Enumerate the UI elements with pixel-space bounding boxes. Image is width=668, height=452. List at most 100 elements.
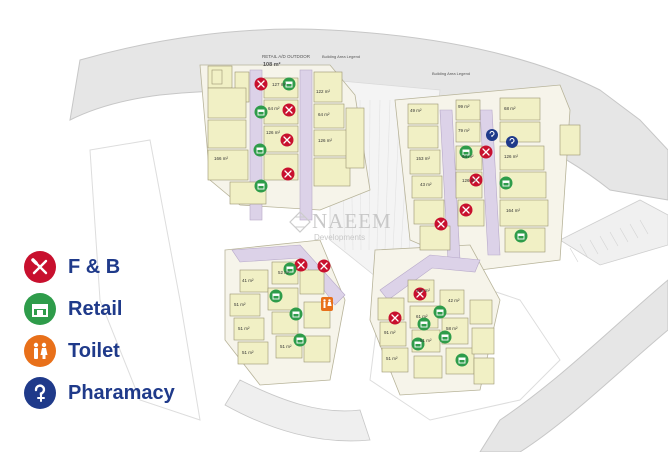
- fork-knife-icon: [24, 251, 56, 283]
- bottom-right-road: [479, 279, 668, 452]
- unit-area-label: 49 m²: [410, 108, 422, 113]
- parking-stall: [639, 219, 649, 235]
- retail-marker: [253, 143, 267, 157]
- retail-awning: [420, 321, 428, 324]
- plaza-line: [376, 99, 381, 251]
- store-icon: [254, 179, 268, 193]
- retail-unit: [229, 293, 261, 317]
- parking-stall: [629, 223, 639, 239]
- retail-front: [436, 311, 444, 316]
- unit-area-label: 108 m²: [416, 288, 431, 293]
- store-icon: [433, 305, 447, 319]
- unit-area-label: 58 m²: [446, 326, 458, 331]
- unit-area-label: 61 m²: [416, 314, 428, 319]
- legend-item-fb: F & B: [24, 246, 175, 288]
- unit-area-label: 127 m²: [272, 82, 287, 87]
- retail-awning: [256, 147, 264, 150]
- pharmacy-icon: [506, 136, 518, 148]
- retail-front: [257, 111, 265, 116]
- retail-unit: [381, 347, 409, 373]
- retail-awning: [502, 180, 510, 183]
- retail-unit: [455, 99, 481, 121]
- retail-unit: [313, 71, 343, 103]
- fb-cross: [472, 176, 480, 184]
- retail-unit: [419, 225, 451, 251]
- store-icon: [293, 333, 307, 347]
- retail-front: [462, 151, 470, 156]
- retail-front: [292, 313, 300, 318]
- store-icon: [417, 317, 431, 331]
- unit-area-label: 164 m²: [506, 208, 521, 213]
- retail-unit: [239, 269, 269, 293]
- fb-cross: [437, 220, 445, 228]
- fork-knife-icon: [281, 167, 295, 181]
- legend-label-toilet: Toilet: [68, 339, 120, 362]
- unit-area-label: 51 m²: [280, 344, 292, 349]
- parking-stall: [619, 227, 629, 243]
- retail-awning: [272, 293, 280, 296]
- parking-stall: [609, 231, 619, 247]
- retail-unit: [471, 327, 495, 355]
- legend-label-fb: F & B: [68, 255, 121, 278]
- retail-awning: [462, 149, 470, 152]
- unit-area-label: 91 m²: [384, 330, 396, 335]
- store-icon: [499, 176, 513, 190]
- parking-stall: [579, 243, 589, 259]
- retail-unit: [237, 341, 269, 365]
- fb-cross: [297, 261, 305, 269]
- retail-marker: [455, 353, 469, 367]
- logo-diamond: [289, 211, 311, 233]
- fb-cross: [462, 206, 470, 214]
- corridor-nw-2: [299, 69, 313, 221]
- retail-unit: [499, 199, 549, 227]
- retail-unit: [299, 269, 325, 295]
- store-icon: [254, 105, 268, 119]
- retail-front: [517, 235, 525, 240]
- retail-unit: [207, 119, 247, 149]
- retail-marker: [269, 289, 283, 303]
- left-site-outline: [89, 139, 201, 421]
- store-icon: [438, 330, 452, 344]
- retail-marker: [289, 307, 303, 321]
- fb-cross: [320, 262, 328, 270]
- toilet-head-m: [323, 299, 326, 302]
- fb-cross: [391, 314, 399, 322]
- store-icon: [411, 337, 425, 351]
- retail-front: [502, 182, 510, 187]
- retail-awning: [285, 81, 293, 84]
- retail-unit: [303, 335, 331, 363]
- fork-knife-icon: [469, 173, 483, 187]
- unit-area-label: 79 m²: [458, 128, 470, 133]
- toilet-marker: [321, 297, 333, 311]
- retail-unit: [455, 121, 481, 143]
- retail-awning: [286, 266, 294, 269]
- retail-unit: [233, 317, 265, 341]
- fork-knife-icon: [479, 145, 493, 159]
- store-icon: [514, 229, 528, 243]
- retail-unit: [413, 355, 443, 379]
- legend-label-pharmacy: Pharamacy: [68, 381, 175, 404]
- retail-unit: [313, 103, 345, 129]
- unit-area-label: 42 m²: [448, 298, 460, 303]
- unit-area-label: 43 m²: [420, 182, 432, 187]
- unit-area-label: 64 m²: [268, 106, 280, 111]
- fork-knife-icon: [459, 203, 473, 217]
- retail-marker: [254, 179, 268, 193]
- fb-cross: [416, 290, 424, 298]
- outdoor-title: RETAIL A/D OUTDOOR: [262, 54, 311, 59]
- map-legend: F & B Retail Toilet Pharamacy: [24, 246, 175, 414]
- bottom-path: [224, 379, 371, 442]
- retail-unit: [469, 299, 493, 325]
- plaza-line: [384, 99, 391, 251]
- unit-area-label: 51 m²: [386, 356, 398, 361]
- unit-area-label: 52 m²: [278, 270, 290, 275]
- unit-area-label: 126 m²: [318, 138, 333, 143]
- unit-area-label: 51 m²: [234, 302, 246, 307]
- store-icon: [283, 262, 297, 276]
- unit-area-label: 122 m²: [316, 89, 331, 94]
- unit-area-label: 68 m²: [504, 106, 516, 111]
- unit-area-label: 51 m²: [242, 350, 254, 355]
- unit-area-label: 166 m²: [214, 156, 229, 161]
- retail-unit: [207, 149, 249, 181]
